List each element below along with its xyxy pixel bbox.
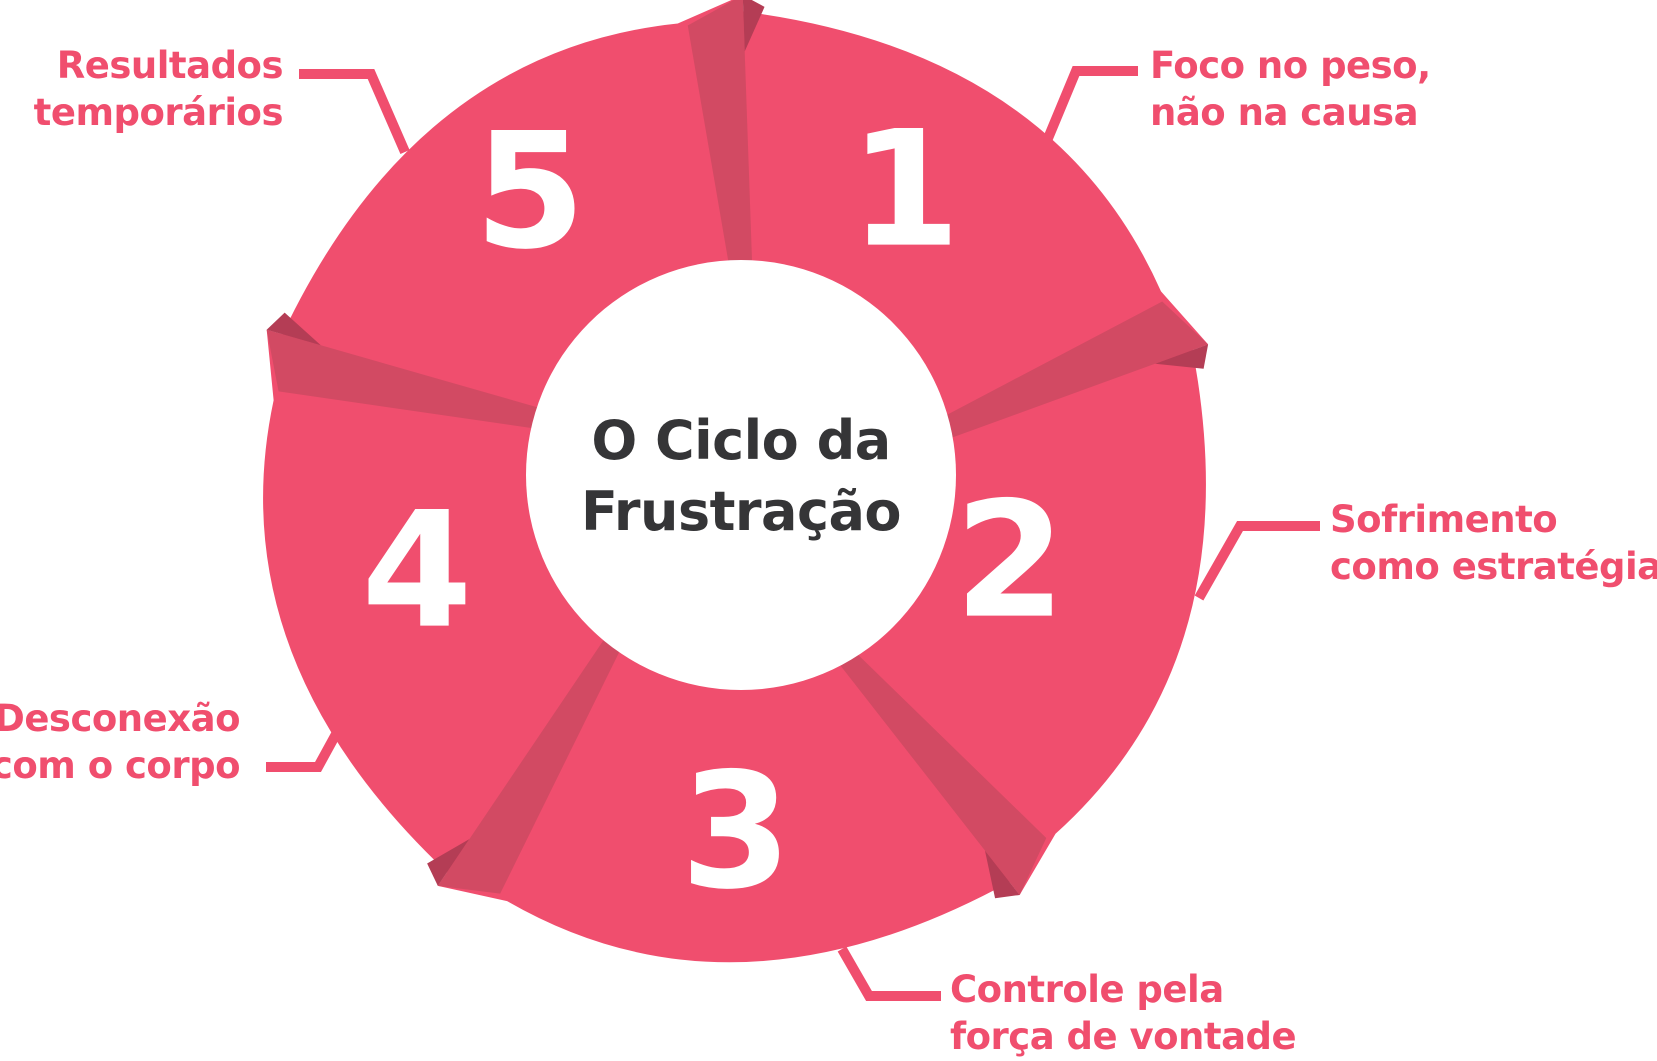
segment-2-number: 2 [954, 466, 1066, 654]
connector-segment-2 [1194, 521, 1320, 601]
petal-segment-3 [437, 476, 1021, 963]
segment-1-label-line2: não na causa [1150, 91, 1419, 135]
seam-shadow-4 [266, 329, 598, 438]
seam-shadow-layer [266, 0, 1209, 895]
connector-layer [266, 66, 1320, 1001]
seam-shadow-2 [807, 615, 1047, 895]
segment-1-label: Foco no peso, não na causa [1150, 42, 1431, 137]
segment-3-label-line1: Controle pela [950, 968, 1224, 1011]
segment-4-number: 4 [361, 476, 473, 664]
diagram-title: O Ciclo da Frustração [441, 405, 1041, 548]
segment-3-number: 3 [680, 737, 792, 925]
segment-5-number: 5 [474, 97, 586, 285]
segment-1-label-line1: Foco no peso, [1150, 44, 1431, 87]
segment-3-label-line2: força de vontade [950, 1015, 1297, 1059]
fold-triangle-2 [984, 850, 1020, 899]
segment-5-label: Resultados temporários [33, 42, 284, 137]
segment-2-label-line1: Sofrimento [1330, 498, 1558, 541]
fold-triangle-3 [427, 839, 470, 886]
center-circle [526, 260, 956, 690]
segment-1-number: 1 [849, 95, 961, 283]
fold-triangle-5 [742, 0, 765, 52]
diagram-title-line2: Frustração [580, 480, 902, 544]
fold-triangle-4 [266, 312, 321, 346]
segment-2-label-line2: como estratégia [1330, 545, 1657, 589]
segment-3-label: Controle pela força de vontade [950, 966, 1297, 1061]
seam-shadow-5 [687, 0, 755, 340]
fold-triangle-1 [1155, 344, 1209, 369]
diagram-title-line1: O Ciclo da [591, 409, 891, 472]
segment-4-label-line1: Desconexão [0, 697, 241, 740]
segment-4-label-line2: com o corpo [0, 744, 241, 788]
connector-segment-4 [266, 711, 352, 772]
segment-4-label: Desconexão com o corpo [0, 695, 241, 790]
seam-shadow-1 [880, 301, 1209, 463]
segment-5-label-line2: temporários [33, 91, 284, 135]
connector-segment-3 [837, 946, 941, 1001]
segment-2-label: Sofrimento como estratégia [1330, 496, 1657, 591]
segment-5-label-line1: Resultados [56, 44, 284, 87]
connector-segment-5 [299, 69, 410, 154]
seam-shadow-3 [437, 600, 642, 894]
connector-segment-1 [1039, 66, 1138, 150]
fold-triangle-layer [266, 0, 1209, 899]
